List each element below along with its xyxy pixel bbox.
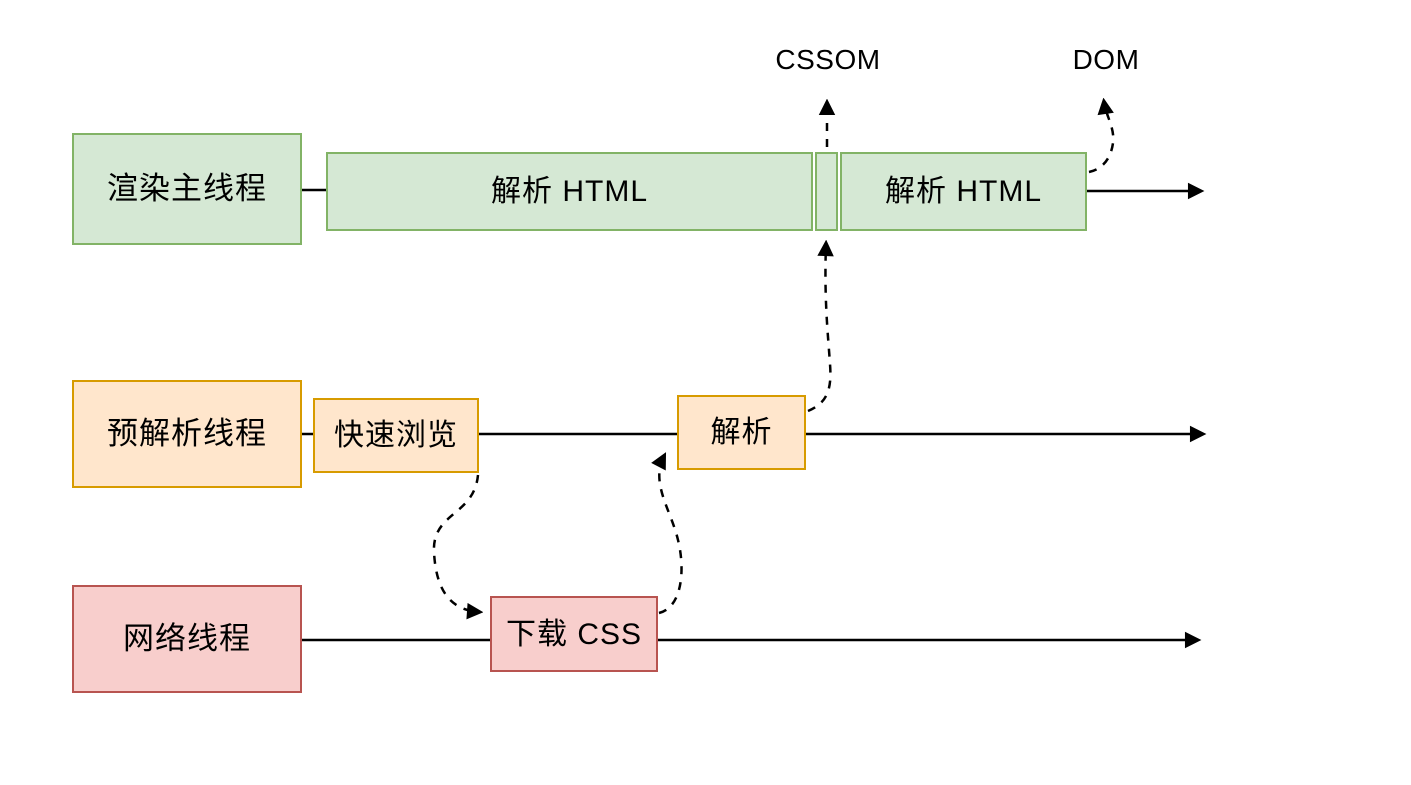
render-main-thread-box: 渲染主线程: [72, 133, 302, 245]
arrow-download-css-to-parse: [659, 456, 683, 615]
quick-scan-box: 快速浏览: [313, 398, 479, 473]
arrow-parse-html-to-dom: [1088, 102, 1115, 174]
download-css-box: 下载 CSS: [490, 596, 658, 672]
parse-box: 解析: [677, 395, 806, 470]
preparse-thread-box: 预解析线程: [72, 380, 302, 488]
cssom-label: CSSOM: [775, 44, 881, 75]
parse-html-divider: [815, 152, 838, 231]
network-thread-box: 网络线程: [72, 585, 302, 693]
arrow-parse-to-divider: [807, 244, 830, 413]
parse-html-segment-2: 解析 HTML: [840, 152, 1087, 231]
arrow-quickscan-to-download-css: [432, 474, 479, 612]
dom-label: DOM: [1072, 44, 1140, 75]
parse-html-segment-1: 解析 HTML: [326, 152, 813, 231]
